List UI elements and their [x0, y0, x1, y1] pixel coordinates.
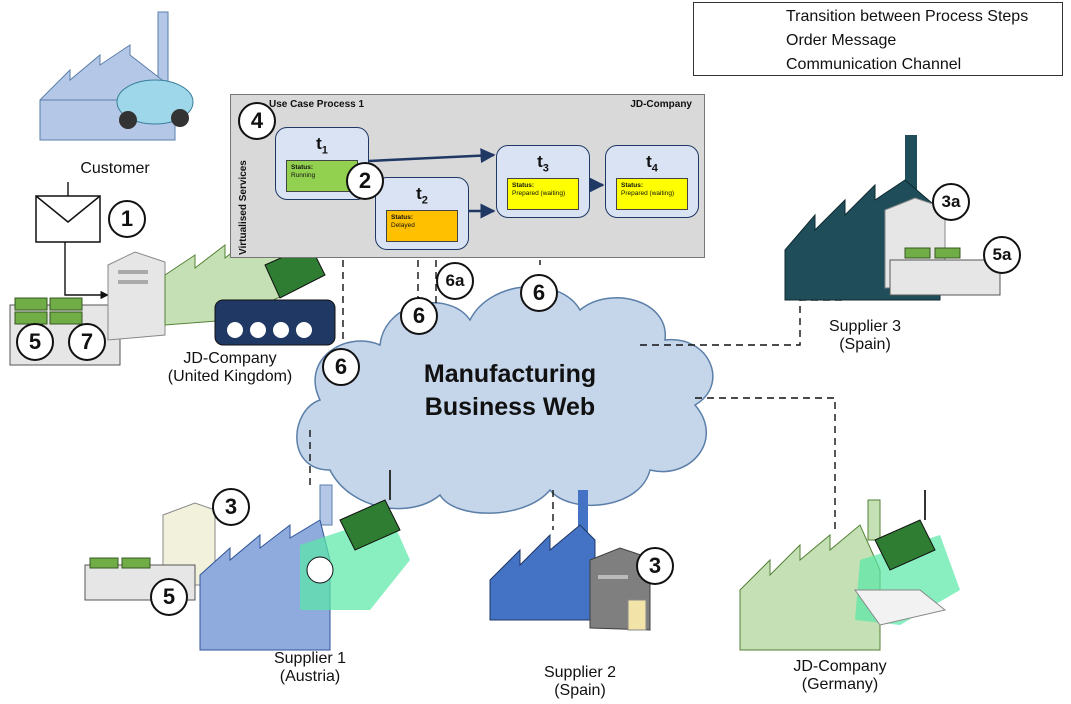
supplier3-label: Supplier 3 (Spain)	[810, 318, 920, 354]
supplier1-label: Supplier 1 (Austria)	[250, 650, 370, 686]
marker-4: 4	[238, 102, 276, 140]
step-status-box: Status:Delayed	[386, 210, 458, 242]
jd-uk-server-tower-icon	[107, 251, 166, 341]
marker-6a: 6a	[436, 262, 474, 300]
marker-6-right: 6	[520, 274, 558, 312]
cloud-title: Manufacturing Business Web	[380, 358, 640, 423]
step-status-box: Status:Prepared (waiting)	[616, 178, 688, 210]
supplier3-label-line2: (Spain)	[839, 336, 891, 353]
marker-1: 1	[108, 200, 146, 238]
step-status-box: Status:Prepared (waiting)	[507, 178, 579, 210]
step-name: t3	[537, 152, 549, 175]
supplier2-label-line2: (Spain)	[554, 682, 606, 699]
process-step-t4: t4 Status:Prepared (waiting)	[605, 145, 699, 218]
jd-uk-label: JD-Company (United Kingdom)	[140, 350, 320, 386]
supplier3-factory-icon	[784, 135, 1001, 301]
process-company: JD-Company	[630, 99, 692, 110]
customer-label: Customer	[80, 160, 150, 177]
jd-germany-label-line2: (Germany)	[801, 676, 879, 693]
process-step-t2: t2 Status:Delayed	[375, 177, 469, 250]
marker-7: 7	[68, 323, 106, 361]
supplier1-label-line1: Supplier 1	[273, 650, 347, 667]
supplier2-label: Supplier 2 (Spain)	[520, 664, 640, 700]
jd-germany-label: JD-Company (Germany)	[770, 658, 910, 694]
legend-channel-label: Communication Channel	[786, 56, 962, 73]
step-name: t2	[416, 184, 428, 207]
supplier2-factory-icon	[489, 490, 651, 631]
jd-uk-label-line2: (United Kingdom)	[167, 368, 293, 385]
supplier3-label-line1: Supplier 3	[828, 318, 902, 335]
marker-6-left: 6	[400, 297, 438, 335]
customer-factory-icon	[39, 11, 194, 141]
step-name: t4	[646, 152, 658, 175]
marker-3-supplier1: 3	[212, 488, 250, 526]
process-title: Use Case Process 1	[269, 99, 365, 110]
jd-uk-label-line1: JD-Company	[183, 350, 277, 367]
marker-2: 2	[346, 162, 384, 200]
manufacturing-business-web-cloud	[296, 285, 714, 514]
cloud-title-line1: Manufacturing	[423, 360, 597, 388]
supplier1-factory-icon	[84, 470, 410, 651]
legend-order-label: Order Message	[786, 32, 897, 49]
marker-5-uk: 5	[16, 323, 54, 361]
jd-germany-factory-icon	[739, 490, 960, 651]
marker-3-supplier2: 3	[636, 547, 674, 585]
supplier1-label-line2: (Austria)	[279, 668, 341, 685]
step-name: t1	[316, 134, 328, 157]
use-case-process-box: Use Case Process 1 JD-Company Virtualise…	[230, 94, 705, 258]
marker-6-bottom: 6	[322, 348, 360, 386]
marker-5-supplier1: 5	[150, 578, 188, 616]
order-envelope-icon	[35, 195, 101, 243]
process-step-t3: t3 Status:Prepared (waiting)	[496, 145, 590, 218]
supplier2-label-line1: Supplier 2	[543, 664, 617, 681]
process-transitions	[368, 148, 605, 219]
marker-5a: 5a	[983, 236, 1021, 274]
legend: Transition between Process Steps Order M…	[693, 2, 1063, 76]
jd-germany-label-line1: JD-Company	[793, 658, 887, 675]
legend-transition-label: Transition between Process Steps	[786, 8, 1029, 25]
cloud-title-line2: Business Web	[424, 392, 596, 421]
marker-3a: 3a	[932, 183, 970, 221]
